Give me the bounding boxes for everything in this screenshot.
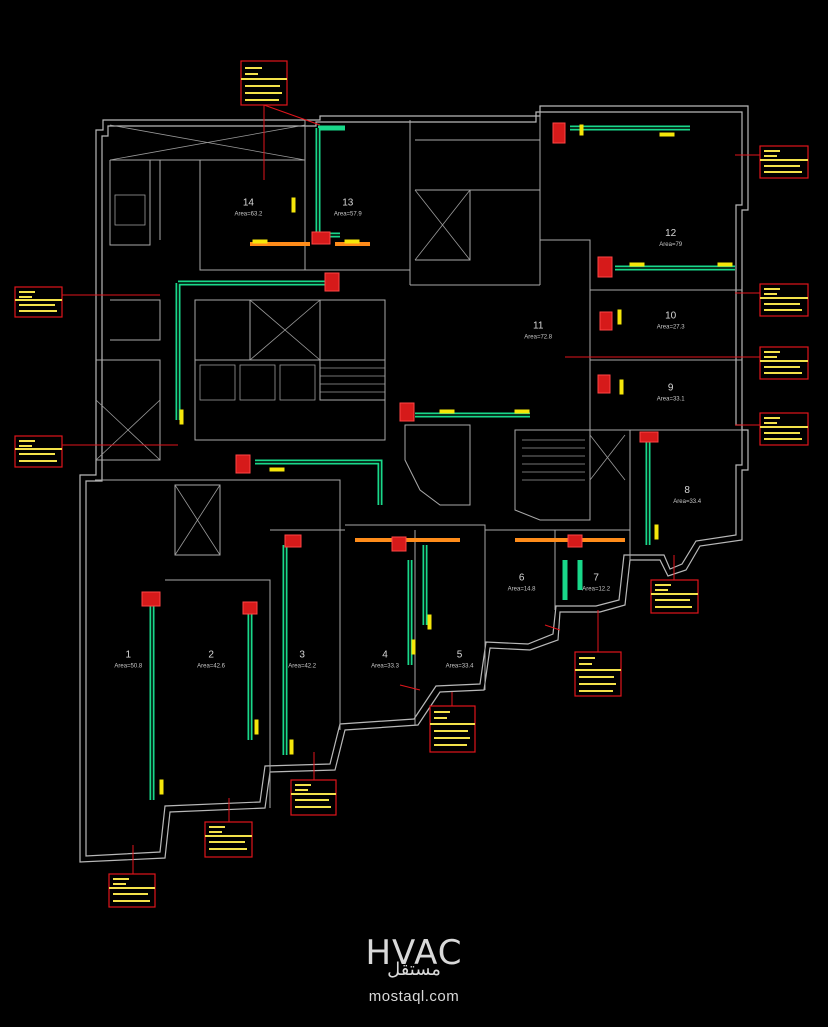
tag-unit-14-13 bbox=[240, 60, 288, 106]
room-8-number: 8 bbox=[684, 485, 690, 496]
room-11-number: 11 bbox=[533, 321, 544, 332]
stair-hatching bbox=[95, 124, 626, 556]
tag-unit-11 bbox=[759, 346, 809, 380]
watermark-url: mostaql.com bbox=[368, 988, 460, 1005]
watermark-title: HVAC bbox=[365, 933, 463, 973]
tag-unit-6-7 bbox=[574, 651, 622, 697]
tag-unit-corridor-upper bbox=[14, 286, 63, 318]
tag-unit-9 bbox=[759, 412, 809, 446]
room-3-area: Area=42.2 bbox=[288, 663, 317, 669]
tag-unit-10 bbox=[759, 283, 809, 317]
room-4-number: 4 bbox=[382, 649, 388, 660]
diffusers bbox=[159, 124, 733, 795]
room-12-area: Area=79 bbox=[659, 242, 683, 248]
room-11-area: Area=72.8 bbox=[524, 335, 553, 341]
room-2-area: Area=42.6 bbox=[197, 663, 226, 669]
tag-unit-2 bbox=[204, 821, 253, 858]
room-4-area: Area=33.3 bbox=[371, 663, 400, 669]
room-6-area: Area=14.8 bbox=[508, 586, 537, 592]
room-labels: 14Area=63.213Area=57.912Area=7911Area=72… bbox=[114, 197, 701, 669]
room-5-area: Area=33.4 bbox=[446, 663, 475, 669]
room-3-number: 3 bbox=[299, 649, 305, 660]
tag-unit-1 bbox=[108, 873, 156, 908]
tag-unit-corridor-lower bbox=[14, 435, 63, 468]
tag-unit-12 bbox=[759, 145, 809, 179]
equipment-tags bbox=[14, 60, 809, 908]
watermark-arabic: مستقل bbox=[387, 959, 441, 980]
duct-centerlines bbox=[151, 127, 735, 800]
tag-unit-8 bbox=[650, 579, 699, 614]
room-14-number: 14 bbox=[243, 197, 255, 208]
tag-leaders bbox=[62, 104, 760, 874]
room-1-number: 1 bbox=[126, 649, 132, 660]
room-6-number: 6 bbox=[519, 572, 525, 583]
room-13-area: Area=57.9 bbox=[334, 211, 363, 217]
room-8-area: Area=33.4 bbox=[673, 499, 702, 505]
indoor-units bbox=[141, 122, 659, 615]
room-14-area: Area=63.2 bbox=[234, 211, 263, 217]
room-5-number: 5 bbox=[457, 649, 463, 660]
room-12-number: 12 bbox=[665, 228, 677, 239]
room-1-area: Area=50.8 bbox=[114, 663, 143, 669]
room-2-number: 2 bbox=[208, 649, 214, 660]
room-7-number: 7 bbox=[593, 572, 599, 583]
building-walls bbox=[79, 105, 749, 863]
room-7-area: Area=12.2 bbox=[582, 586, 611, 592]
tag-unit-4-5 bbox=[429, 705, 476, 753]
room-10-area: Area=27.3 bbox=[657, 324, 686, 330]
room-10-number: 10 bbox=[665, 310, 677, 321]
room-9-area: Area=33.1 bbox=[657, 396, 686, 402]
room-9-number: 9 bbox=[668, 382, 674, 393]
room-13-number: 13 bbox=[342, 197, 354, 208]
tag-unit-3 bbox=[290, 779, 337, 816]
